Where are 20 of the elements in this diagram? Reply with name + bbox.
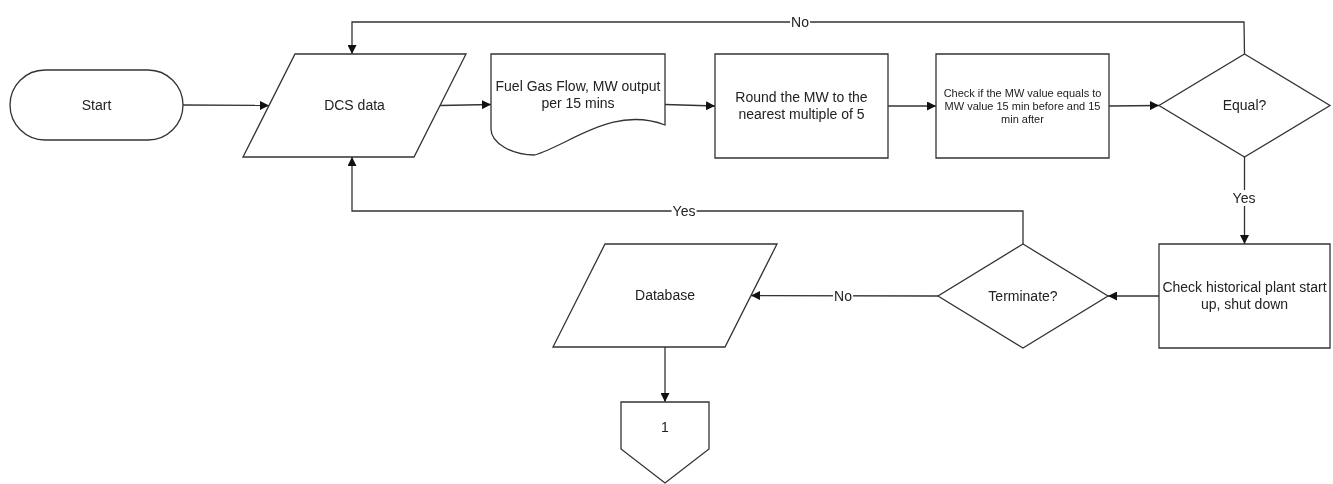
arrow xyxy=(347,21,1246,55)
edge-label: Yes xyxy=(671,203,697,219)
node-label: Check historical plant start up, shut down xyxy=(1162,279,1327,313)
node-label: Equal? xyxy=(1222,97,1267,114)
arrow xyxy=(1107,291,1160,301)
node-label: 1 xyxy=(661,419,669,436)
node-label: Terminate? xyxy=(988,287,1058,305)
arrow xyxy=(750,291,939,300)
arrow xyxy=(660,346,670,403)
edge-label: Yes xyxy=(1231,190,1257,206)
node-label: Database xyxy=(635,287,695,304)
node-label: Start xyxy=(81,96,112,114)
node-label: Check if the MW value equals to MW value 15 min before and 15 min after xyxy=(942,86,1103,126)
node-label: DCS data xyxy=(324,97,385,114)
edge-label: No xyxy=(833,288,853,304)
arrow xyxy=(439,100,492,110)
node-label: Fuel Gas Flow, MW output per 15 mins xyxy=(495,77,661,112)
node-label: Round the MW to the nearest multiple of 5 xyxy=(734,89,869,123)
arrow xyxy=(347,156,1024,245)
edge-label: No xyxy=(790,14,810,30)
